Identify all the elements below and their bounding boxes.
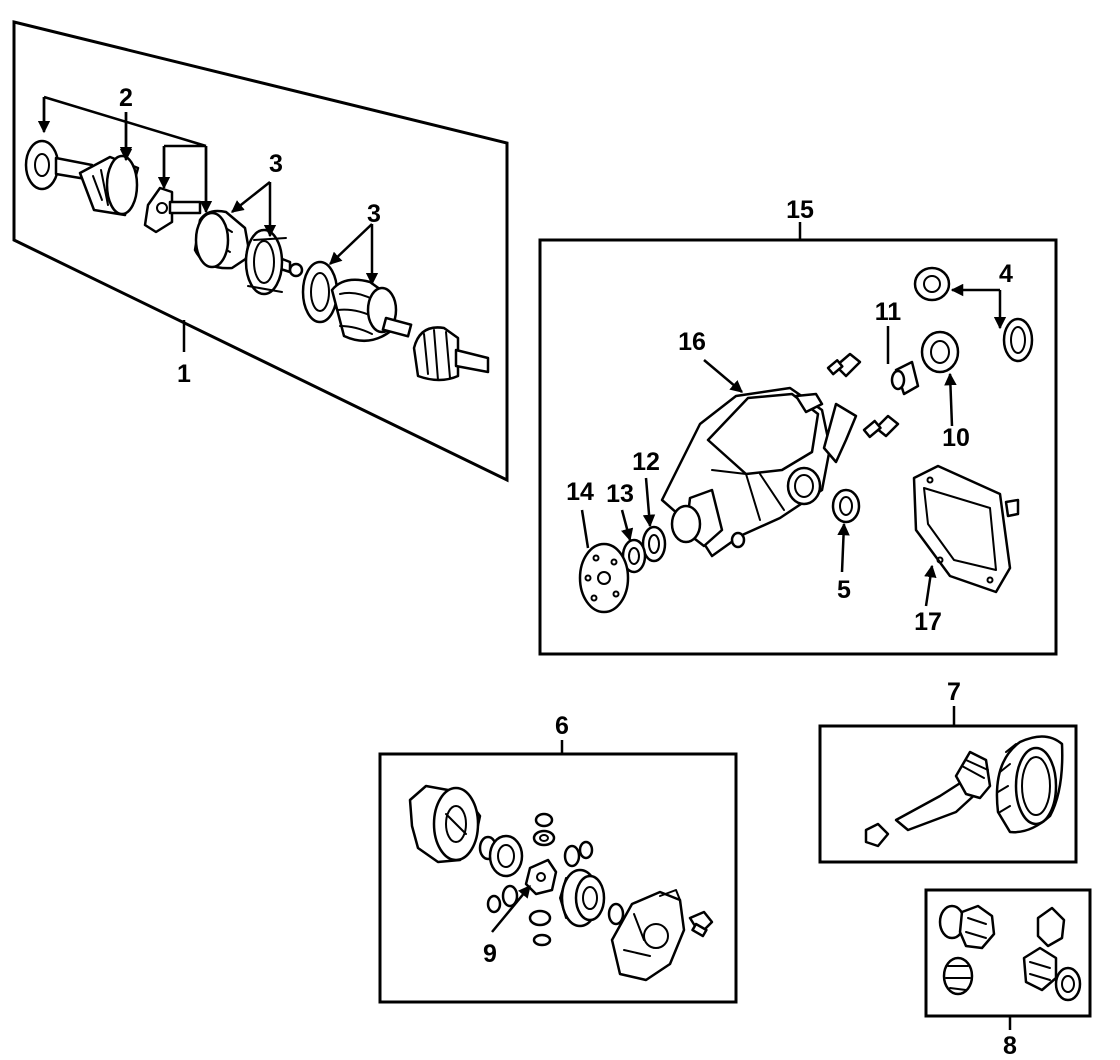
side-gear-right[interactable] [559, 868, 606, 928]
vent-plug[interactable] [890, 360, 920, 396]
diff-case-group: 6 [378, 712, 738, 1004]
callout-10: 10 [942, 424, 970, 452]
outer-cv-joint[interactable] [412, 326, 490, 382]
housing-bolt-2[interactable] [862, 414, 900, 439]
side-bearing[interactable] [920, 330, 960, 374]
diff-case-cover[interactable] [610, 889, 686, 982]
callout-15: 15 [786, 196, 814, 224]
callout-3-lower: 3 [367, 200, 381, 228]
carrier-frame [538, 238, 1058, 656]
rear-cover[interactable] [912, 464, 1020, 594]
side-bearing-race-outer[interactable] [913, 266, 951, 302]
callout-4: 4 [999, 260, 1013, 288]
callout-2: 2 [119, 84, 133, 112]
spider-shaft[interactable] [524, 858, 558, 896]
callout-11: 11 [875, 298, 902, 326]
callout-14: 14 [566, 478, 594, 506]
callout-3-upper: 3 [269, 150, 283, 178]
thrust-washer-right[interactable] [563, 840, 594, 868]
pinion-gear-top[interactable] [532, 812, 556, 847]
pinion-seal[interactable] [641, 525, 667, 563]
ring-pinion-group: 7 [818, 678, 1078, 864]
side-gear-left[interactable] [488, 834, 524, 878]
gear-set-group: 8 [924, 888, 1092, 1060]
outer-boot[interactable] [330, 278, 413, 343]
callout-7: 7 [947, 678, 961, 706]
tripod-joint[interactable] [143, 186, 202, 234]
side-gear-left-set[interactable] [938, 904, 996, 950]
callout-16: 16 [678, 328, 706, 356]
inner-joint-housing[interactable] [24, 139, 140, 217]
ring-pinion-frame [818, 724, 1078, 864]
housing-bolt-1[interactable] [826, 352, 862, 378]
companion-flange[interactable] [578, 542, 630, 614]
callout-12: 12 [632, 448, 660, 476]
gear-set-frame [924, 888, 1092, 1018]
callout-9: 9 [483, 940, 497, 968]
drive-pinion[interactable] [864, 750, 992, 848]
callout-5: 5 [837, 576, 851, 604]
pinion-gear-bottom[interactable] [528, 909, 552, 947]
side-seal[interactable] [831, 488, 861, 524]
axle-shaft-frame [12, 20, 509, 483]
diff-case-frame [378, 752, 738, 1004]
callout-17: 17 [914, 608, 942, 636]
side-bearing-race-inner[interactable] [1002, 317, 1034, 363]
ring-gear[interactable] [995, 735, 1064, 834]
pinion-gear-set[interactable] [942, 956, 974, 996]
callout-1: 1 [177, 360, 191, 388]
retaining-ring[interactable] [288, 262, 304, 278]
callout-6: 6 [555, 712, 569, 740]
diff-case-half[interactable] [408, 784, 482, 864]
carrier-housing[interactable] [660, 386, 858, 558]
boot-clamp-1[interactable] [244, 228, 287, 296]
ring-gear-bolt[interactable] [688, 910, 714, 938]
side-gear-right-set[interactable] [1022, 906, 1082, 1002]
pinion-washer-left[interactable] [486, 884, 519, 914]
callout-8: 8 [1003, 1032, 1017, 1060]
side-gear-washer-right[interactable] [607, 902, 625, 926]
axle-shaft-group: 2 3 3 1 [12, 20, 509, 483]
boot-clamp-2[interactable] [301, 260, 339, 324]
callout-13: 13 [606, 480, 634, 508]
pinion-bearing[interactable] [621, 538, 647, 574]
carrier-group: 15 [538, 196, 1058, 656]
